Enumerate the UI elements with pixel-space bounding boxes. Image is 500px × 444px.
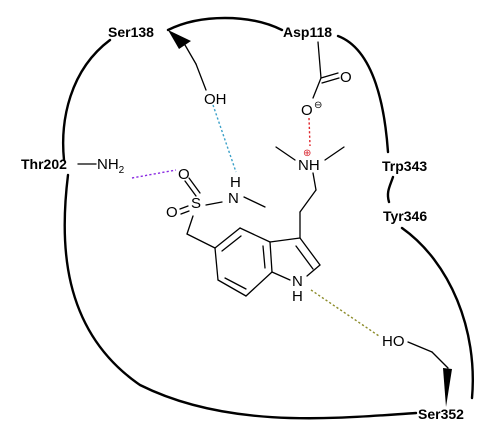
- hbond-oh-nh: [212, 104, 237, 173]
- bond-asp118-c: [317, 41, 322, 79]
- bond-ser352-ch2: [431, 351, 449, 369]
- loop-tyr346-ser352: [400, 226, 474, 400]
- residue-asp118: Asp118: [283, 24, 332, 40]
- hbond-nh2-o: [131, 169, 177, 179]
- atom-n-indole: N: [292, 273, 303, 290]
- bond-n1-c7a: [271, 271, 291, 281]
- atom-nh2-subscript: 2: [119, 165, 125, 176]
- loop-ser138-asp118: [166, 16, 284, 32]
- loop-trp343-tyr346: [386, 175, 395, 204]
- atom-o-sulfonyl-lower: O: [166, 204, 178, 221]
- bond-s-o-upper-2: [188, 177, 201, 194]
- charge-cation: ⊕: [303, 148, 311, 159]
- bond-c6-c7-inner: [224, 277, 247, 290]
- atom-n-sulfonamide: N: [228, 190, 239, 207]
- bond-c-o-double-1: [320, 72, 339, 79]
- atom-nh2: NH2: [97, 156, 125, 176]
- bond-c4-c5: [214, 227, 241, 249]
- bond-s-o-upper-1: [184, 180, 197, 197]
- atom-h-sulfonamide: H: [230, 174, 241, 191]
- hbond-nh-ho: [310, 289, 380, 337]
- bond-c3a-c7a-inner: [262, 245, 266, 269]
- bond-c2-c3-double: [295, 245, 314, 270]
- bond-c3a-c7a: [269, 241, 273, 273]
- wedge-ser352: [443, 368, 452, 407]
- residue-ser138: Ser138: [108, 24, 154, 40]
- bond-c2-n1: [306, 264, 321, 277]
- hbond-o-nh: [308, 117, 311, 147]
- residue-tyr346: Tyr346: [383, 208, 427, 224]
- atom-h-indole: H: [292, 288, 303, 305]
- atom-nh2-prefix: NH: [97, 156, 119, 173]
- residue-ser352: Ser352: [418, 406, 464, 422]
- bond-s-o-lower-2: [180, 210, 190, 215]
- bond-c3-c3a: [269, 237, 301, 243]
- bond-chain-1: [299, 189, 317, 213]
- loop-asp118-trp343: [336, 34, 390, 154]
- charge-anion: ⊖: [314, 100, 322, 111]
- residue-trp343: Trp343: [382, 158, 427, 174]
- atom-o-carboxyl-anion: O: [301, 102, 313, 119]
- bond-c5-ch2: [186, 233, 216, 249]
- bond-n-chain: [312, 172, 317, 191]
- bond-ch2-oh: [195, 63, 207, 91]
- bond-s-o-lower-1: [179, 205, 189, 210]
- bond-n-methyl-left: [275, 146, 296, 161]
- bond-c-o-double-2: [321, 77, 340, 84]
- bond-s-n: [205, 201, 223, 206]
- bond-n-methyl: [243, 196, 266, 208]
- atom-oh-top: OH: [204, 91, 227, 108]
- bond-ser138-ch2: [184, 44, 197, 65]
- atom-s-sulfonyl: S: [191, 195, 201, 212]
- loop-thr202-ser352: [63, 173, 418, 420]
- bond-c5-c6: [214, 247, 219, 281]
- wedge-ser138: [168, 30, 191, 49]
- atom-ho-bottom: HO: [382, 333, 405, 350]
- atom-o-carboxyl-double: O: [340, 69, 352, 86]
- bond-c3-c2: [299, 237, 321, 266]
- bond-n-methyl-right: [324, 146, 345, 161]
- atom-nh-ammonium: NH: [298, 157, 320, 174]
- residue-thr202: Thr202: [21, 156, 67, 172]
- bond-c6-c7: [217, 279, 247, 297]
- bond-ch2-ho: [407, 341, 433, 353]
- bond-c7-c7a: [245, 271, 273, 297]
- bond-c-o-single: [312, 77, 322, 99]
- atom-o-sulfonyl-upper: O: [178, 166, 190, 183]
- bond-ch2-s: [186, 215, 194, 235]
- bond-c4-c5-inner: [221, 235, 242, 252]
- loop-ser138-thr202: [62, 38, 112, 162]
- bond-c3a-c4: [239, 227, 271, 243]
